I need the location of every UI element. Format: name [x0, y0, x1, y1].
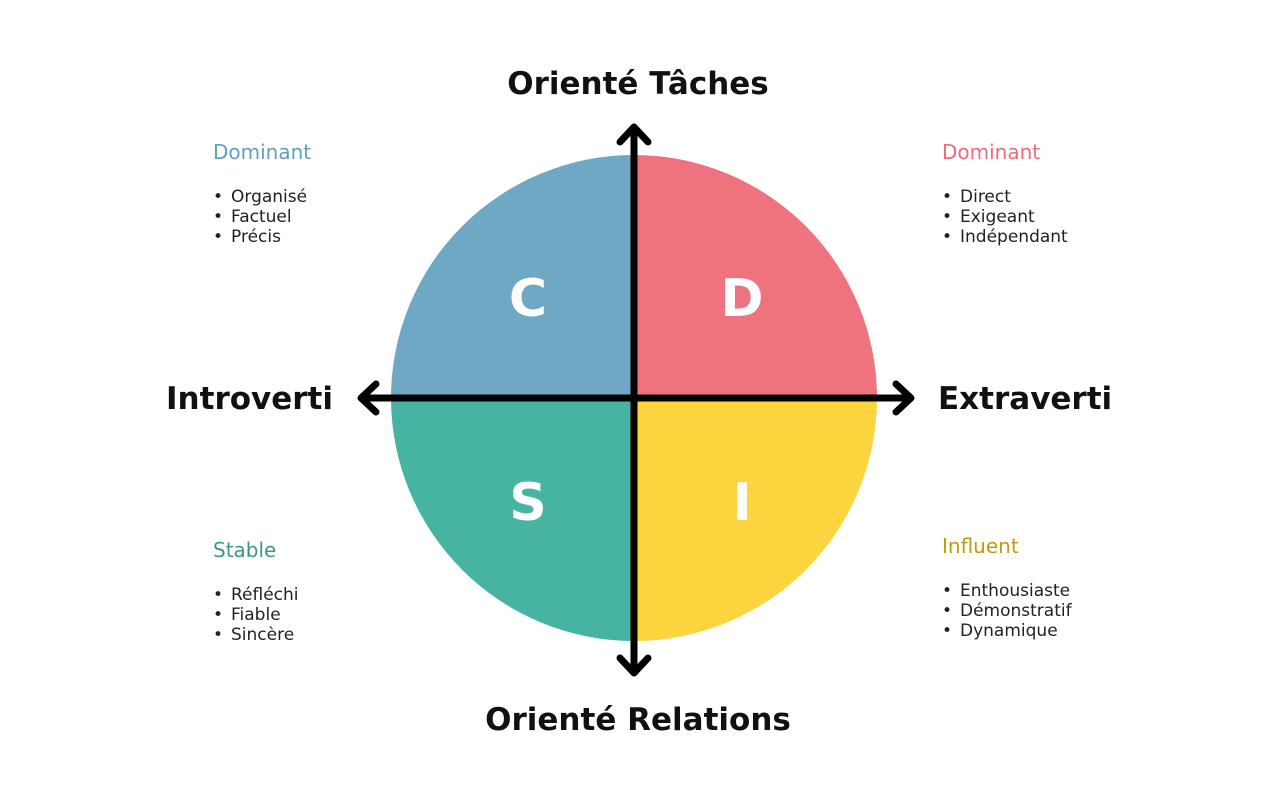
trait-item: Indépendant — [960, 227, 1068, 247]
axis-label-top: Orienté Tâches — [507, 66, 769, 102]
quadrant-d — [634, 155, 877, 398]
bullet-icon: • — [942, 187, 952, 207]
axis-label-right: Extraverti — [938, 381, 1112, 417]
trait-item: Enthousiaste — [960, 581, 1070, 601]
trait-item: Fiable — [231, 605, 281, 625]
trait-item: Direct — [960, 187, 1011, 207]
description-c: Dominant • Organisé • Factuel • Précis — [213, 140, 311, 247]
description-i: Influent • Enthousiaste • Démonstratif • Dynam… — [942, 534, 1073, 641]
description-heading: Influent — [942, 534, 1019, 558]
arrow-down-icon — [616, 654, 652, 677]
bullet-icon: • — [942, 621, 952, 641]
quadrant-i — [634, 398, 877, 641]
letter-c: C — [509, 269, 547, 329]
quadrant-c — [391, 155, 634, 398]
trait-item: Exigeant — [960, 207, 1035, 227]
bullet-icon: • — [942, 227, 952, 247]
letter-i: I — [732, 473, 751, 533]
bullet-icon: • — [213, 207, 223, 227]
bullet-icon: • — [942, 601, 952, 621]
trait-item: Précis — [231, 227, 281, 247]
bullet-icon: • — [213, 227, 223, 247]
trait-item: Organisé — [231, 187, 307, 207]
letter-s: S — [509, 473, 546, 533]
arrow-left-icon — [357, 380, 380, 416]
arrow-right-icon — [892, 380, 915, 416]
bullet-icon: • — [213, 585, 223, 605]
trait-item: Réfléchi — [231, 585, 299, 605]
bullet-icon: • — [213, 625, 223, 645]
trait-item: Sincère — [231, 625, 294, 645]
arrow-up-icon — [616, 123, 652, 146]
description-heading: Dominant — [942, 140, 1040, 164]
description-d: Dominant • Direct • Exigeant • Indépendant — [942, 140, 1068, 247]
trait-item: Démonstratif — [960, 601, 1073, 621]
letter-d: D — [720, 269, 763, 329]
description-heading: Dominant — [213, 140, 311, 164]
trait-item: Factuel — [231, 207, 292, 227]
bullet-icon: • — [942, 581, 952, 601]
description-heading: Stable — [213, 538, 276, 562]
bullet-icon: • — [213, 605, 223, 625]
trait-item: Dynamique — [960, 621, 1058, 641]
description-s: Stable • Réfléchi • Fiable • Sincère — [213, 538, 299, 645]
quadrant-s — [391, 398, 634, 641]
axis-label-left: Introverti — [166, 381, 333, 417]
bullet-icon: • — [942, 207, 952, 227]
axis-label-bottom: Orienté Relations — [485, 702, 791, 738]
bullet-icon: • — [213, 187, 223, 207]
